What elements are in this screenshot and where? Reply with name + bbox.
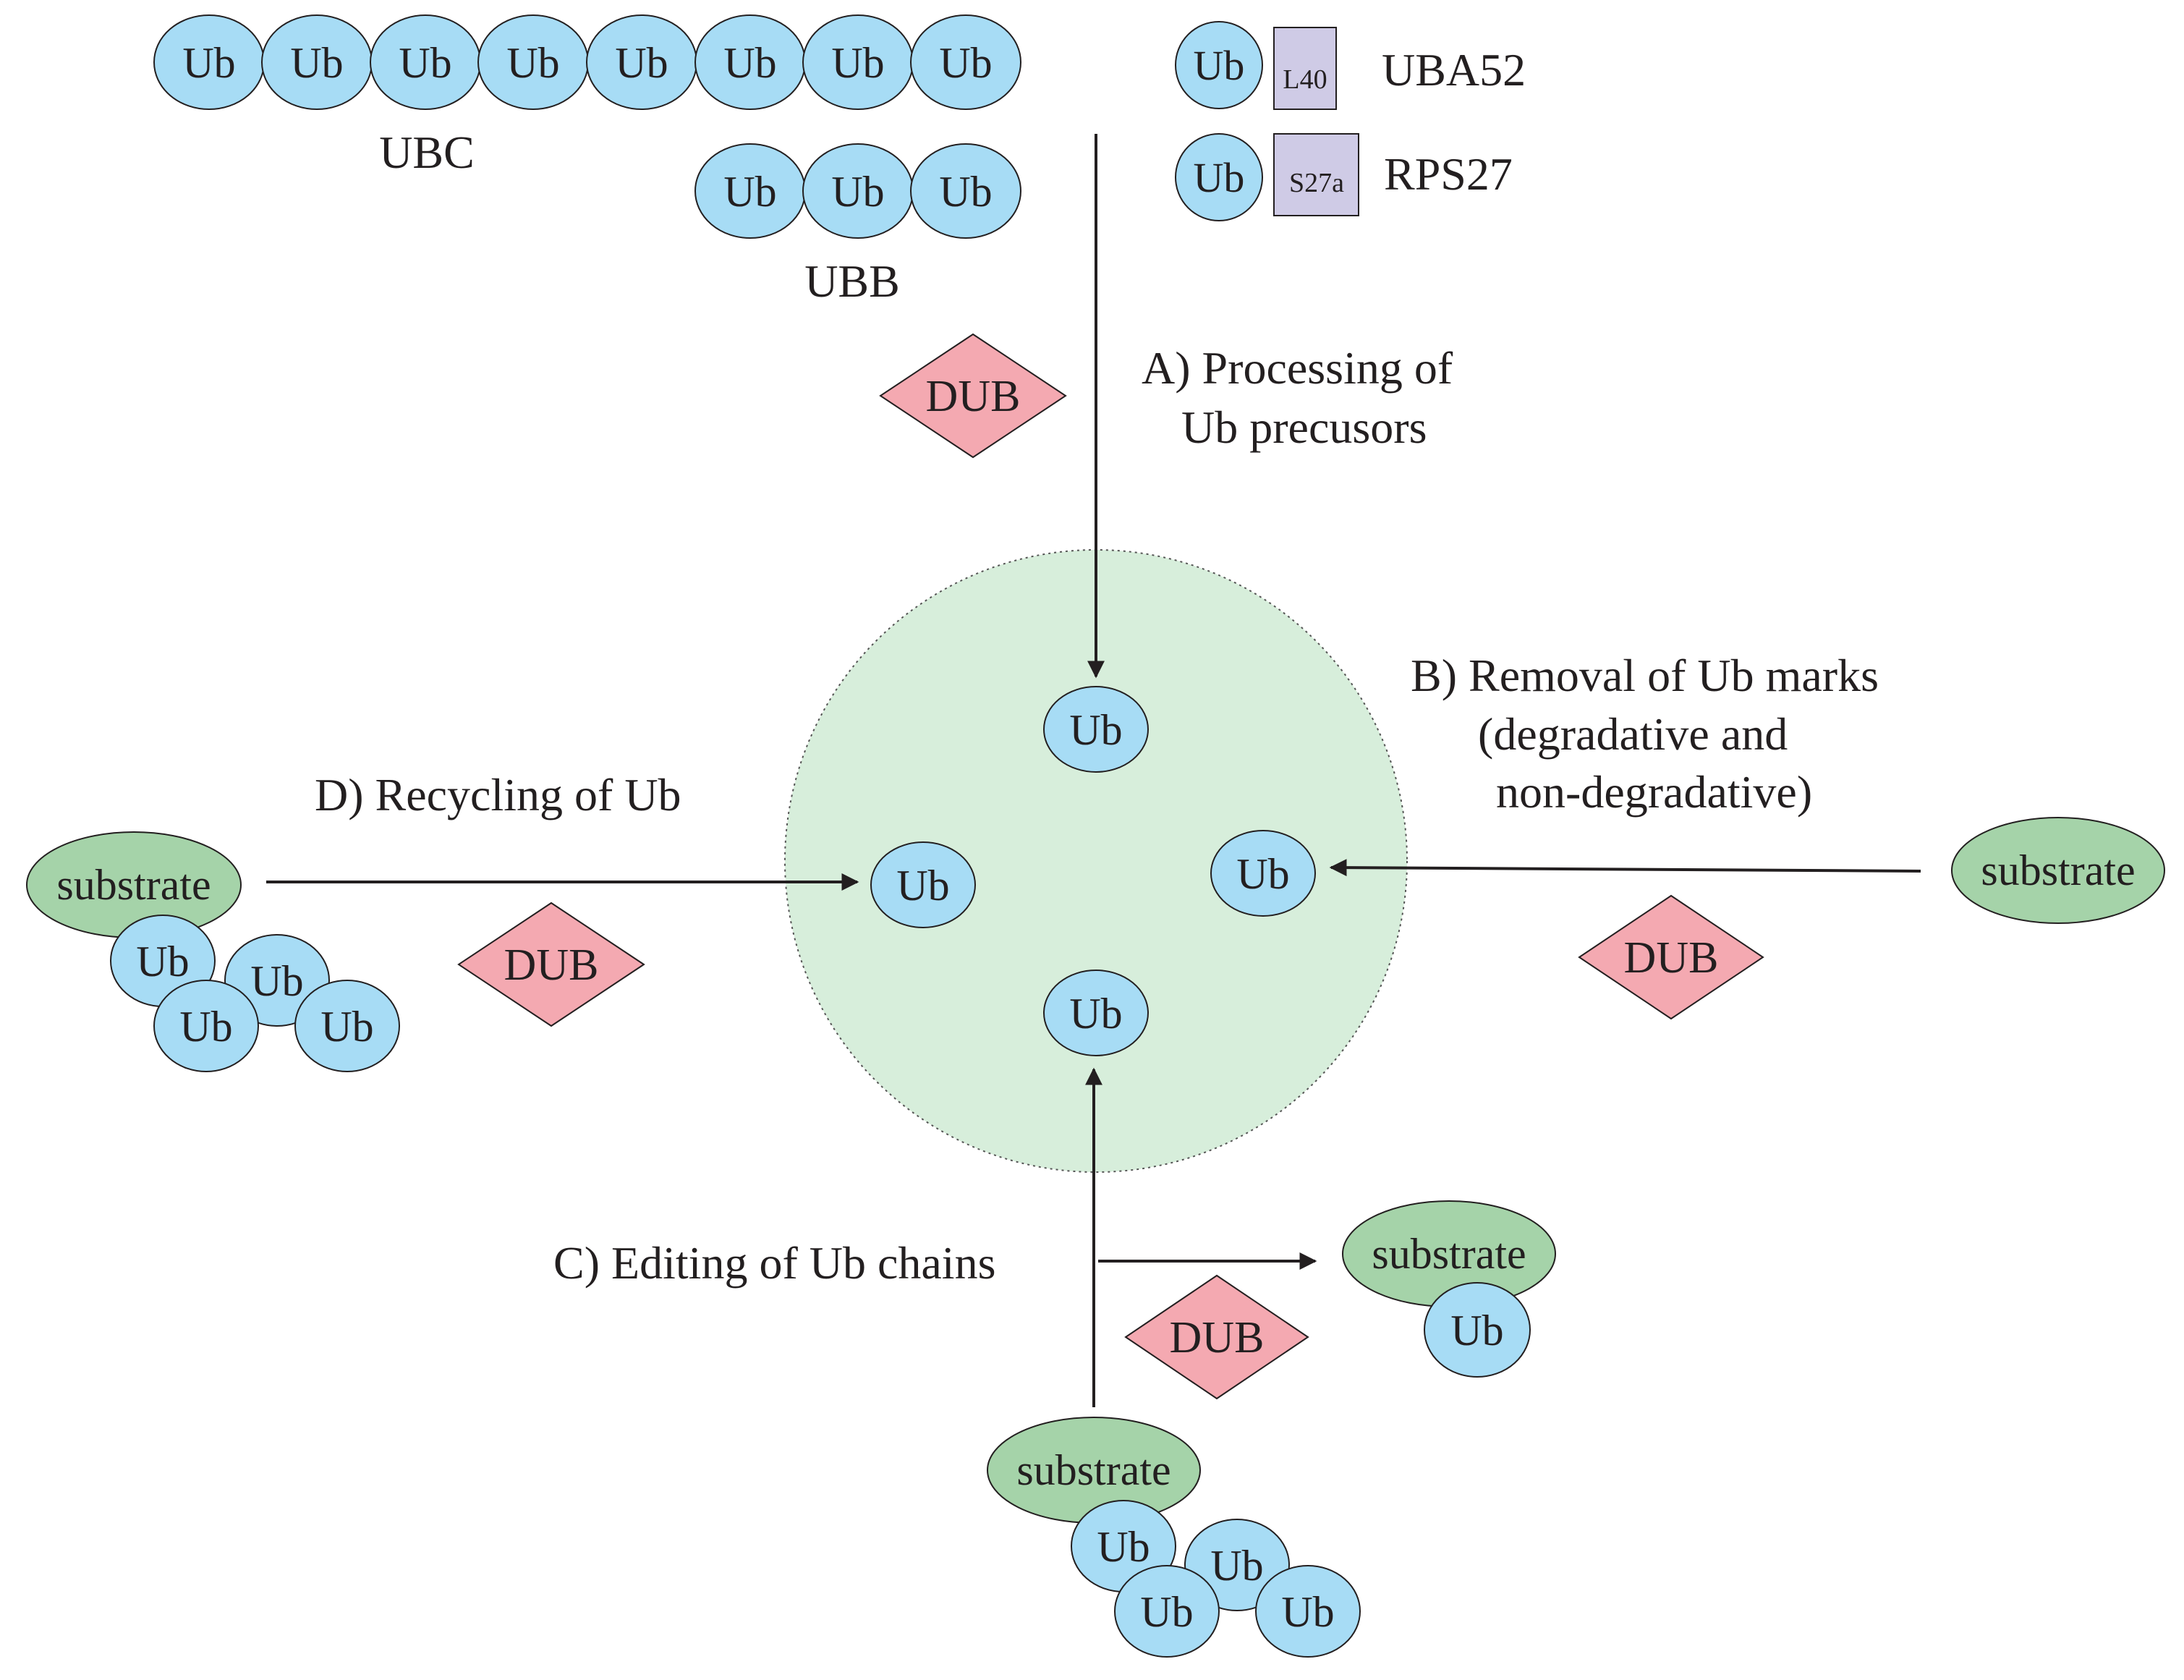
free-ub-left: Ub: [870, 841, 976, 928]
ub-label: Ub: [1140, 1588, 1193, 1636]
dub-label: DUB: [504, 941, 599, 990]
arrow-b: [1329, 859, 1921, 877]
pathway-a-label-line1: A) Processing of: [1142, 342, 1453, 394]
pathway-a-label-line2: Ub precusors: [1181, 402, 1427, 453]
substrate-label: substrate: [56, 861, 211, 909]
ub-label: Ub: [939, 39, 992, 87]
uba52-fusion: Ub L40: [1175, 21, 1337, 110]
free-ub-bottom: Ub: [1043, 970, 1149, 1056]
ubc-label: UBC: [379, 127, 475, 178]
rps27-fusion: Ub S27a: [1175, 133, 1359, 221]
ub-protein: [1175, 133, 1263, 221]
substrate-d: substrate: [26, 831, 242, 938]
ub-label: Ub: [831, 168, 884, 216]
ub-label: Ub: [1069, 706, 1122, 754]
ub-label: Ub: [723, 168, 776, 216]
dub-enzyme: DUB: [1578, 894, 1764, 1020]
ub-label: Ub: [1097, 1523, 1150, 1571]
dub-label: DUB: [926, 372, 1021, 421]
ub-label: Ub: [939, 168, 992, 216]
ub-label: Ub: [831, 39, 884, 87]
ub-label: Ub: [136, 938, 189, 985]
rps27-label: RPS27: [1384, 148, 1513, 200]
pathway-b-label-line3: non-degradative): [1496, 766, 1812, 818]
edited-substrate: substrate Ub: [1342, 1200, 1556, 1378]
ubb-precursor: Ub Ub Ub: [694, 143, 1021, 239]
ub-label: Ub: [506, 39, 559, 87]
dub-label: DUB: [1624, 933, 1719, 983]
pathway-c-label: C) Editing of Ub chains: [553, 1237, 995, 1289]
ub-label: Ub: [896, 862, 949, 909]
dub-enzyme: DUB: [879, 333, 1067, 459]
ubb-label: UBB: [804, 255, 900, 307]
ub-label: Ub: [179, 1003, 232, 1051]
ub-label: Ub: [250, 957, 303, 1005]
substrate-label: substrate: [1372, 1230, 1526, 1278]
ub-label: Ub: [1194, 42, 1245, 89]
ub-label: Ub: [1210, 1542, 1263, 1590]
l40-ribosomal-protein: [1273, 27, 1337, 110]
ub-label: Ub: [1069, 990, 1122, 1038]
dub-label: DUB: [1170, 1313, 1265, 1362]
ub-protein: [1175, 21, 1263, 109]
ubc-precursor: Ub Ub Ub Ub Ub Ub Ub Ub: [153, 14, 1021, 110]
dub-enzyme: DUB: [1124, 1274, 1309, 1400]
ub-label: Ub: [399, 39, 451, 87]
ub-label: Ub: [723, 39, 776, 87]
polyub-chain-c: Ub Ub Ub Ub: [1071, 1500, 1361, 1658]
substrate-label: substrate: [1016, 1446, 1170, 1494]
ub-protein: [910, 14, 1021, 110]
substrate-c: substrate: [987, 1417, 1201, 1524]
ub-label: Ub: [615, 39, 668, 87]
free-ub-top: Ub: [1043, 686, 1149, 773]
substrate-b: substrate: [1951, 817, 2165, 924]
free-ub-right: Ub: [1210, 830, 1316, 917]
ub-protein: [910, 143, 1021, 239]
ub-label: Ub: [1194, 154, 1245, 201]
ub-label: Ub: [182, 39, 235, 87]
s27a-label: S27a: [1289, 168, 1344, 198]
substrate-label: substrate: [1981, 847, 2135, 894]
ub-label: Ub: [290, 39, 343, 87]
l40-label: L40: [1283, 64, 1327, 95]
ub-label: Ub: [320, 1003, 373, 1051]
ub-label: Ub: [1236, 850, 1289, 898]
ub-label: Ub: [1281, 1588, 1334, 1636]
s27a-ribosomal-protein: [1273, 133, 1359, 216]
pathway-b-label-line2: (degradative and: [1478, 708, 1788, 760]
pathway-d-label: D) Recycling of Ub: [315, 769, 681, 820]
polyub-chain-d: Ub Ub Ub Ub: [110, 915, 400, 1072]
pathway-b-label-line1: B) Removal of Ub marks: [1411, 650, 1879, 701]
ub-label: Ub: [1450, 1307, 1503, 1354]
dub-enzyme: DUB: [457, 901, 645, 1027]
uba52-label: UBA52: [1382, 44, 1526, 96]
